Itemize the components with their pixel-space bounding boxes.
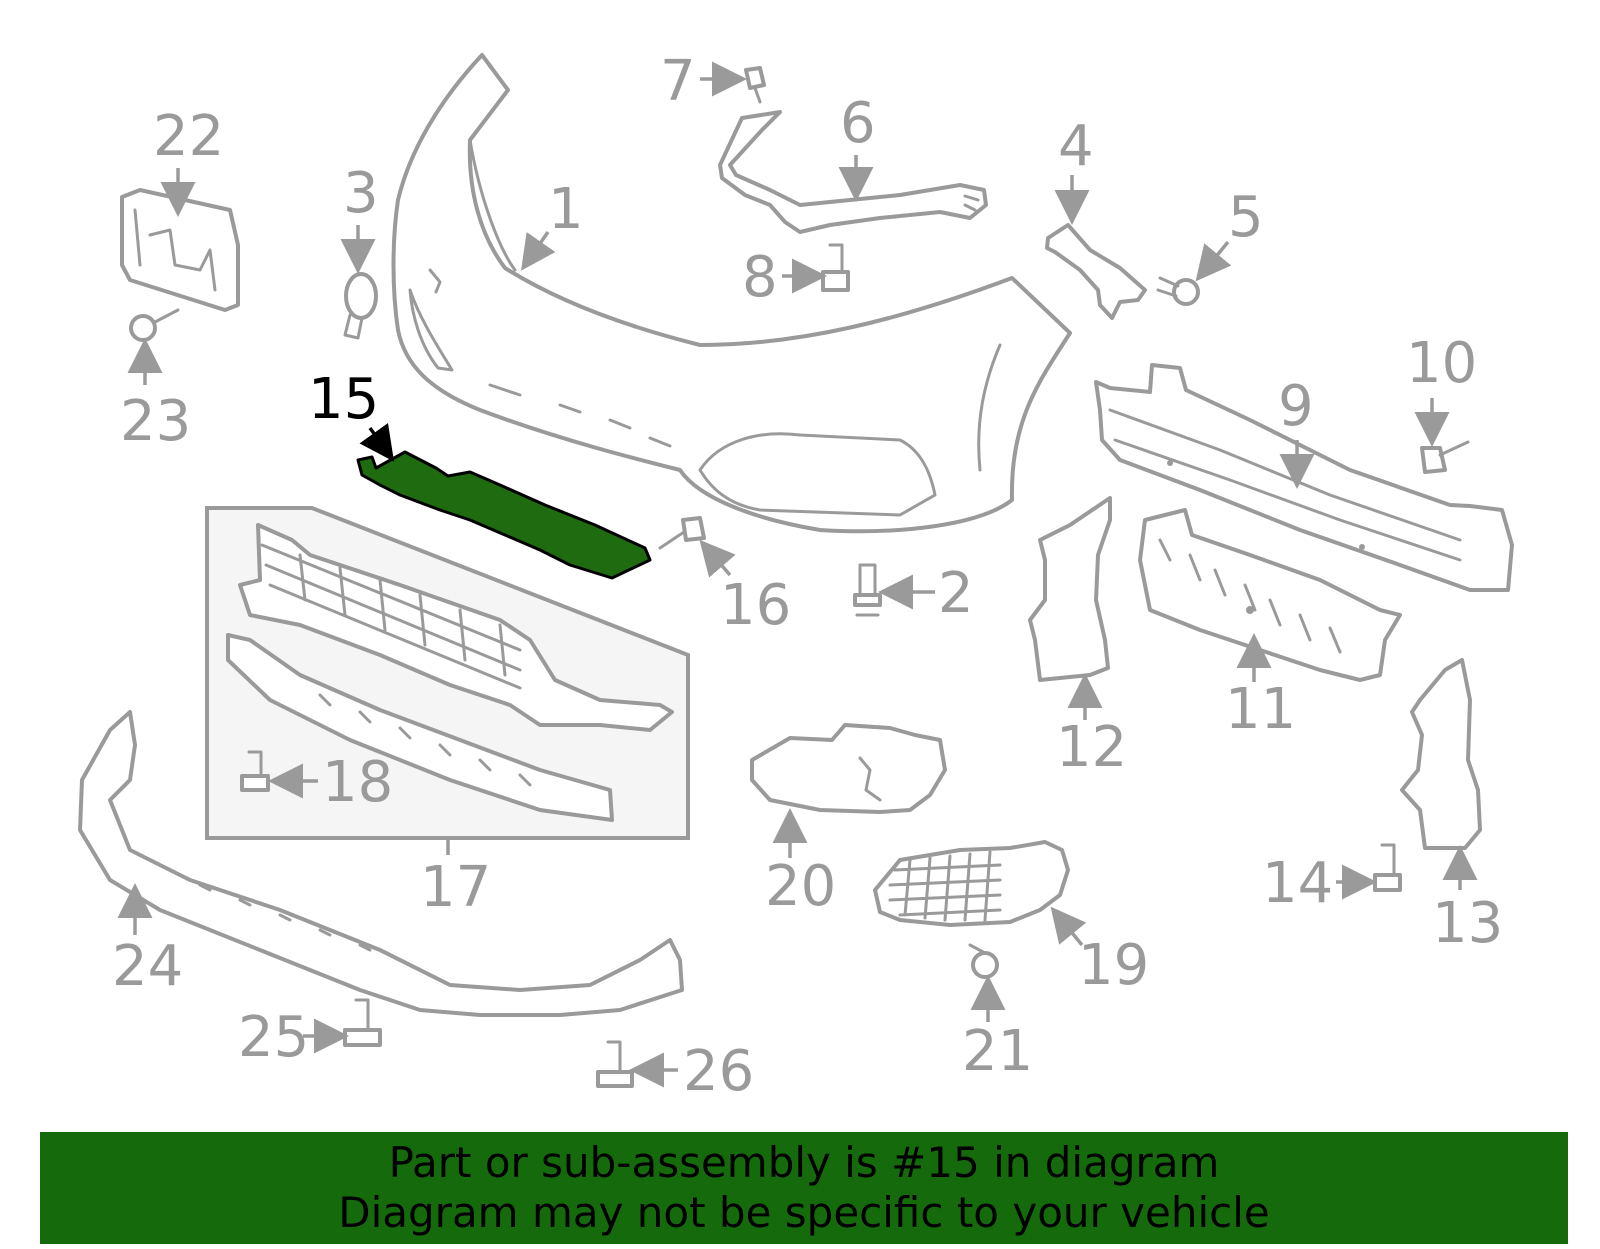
fastener-16[interactable] bbox=[658, 516, 706, 550]
part-3-cap[interactable] bbox=[343, 272, 378, 340]
fastener-7[interactable] bbox=[744, 66, 766, 104]
part-12-bracket[interactable] bbox=[1028, 496, 1112, 682]
fastener-25[interactable] bbox=[343, 998, 382, 1047]
part-19-fog-grille[interactable] bbox=[873, 840, 1070, 927]
callout-21[interactable]: 21 bbox=[962, 1019, 1033, 1084]
part-13-bracket[interactable] bbox=[1400, 658, 1482, 850]
callout-6[interactable]: 6 bbox=[840, 91, 876, 156]
part-4-bracket[interactable] bbox=[1045, 223, 1147, 320]
callout-26[interactable]: 26 bbox=[683, 1039, 754, 1104]
callout-18[interactable]: 18 bbox=[322, 750, 393, 815]
banner-line-1: Part or sub-assembly is #15 in diagram bbox=[388, 1138, 1220, 1187]
callout-1[interactable]: 1 bbox=[548, 177, 584, 242]
callout-15[interactable]: 15 bbox=[308, 367, 379, 432]
callout-2[interactable]: 2 bbox=[938, 561, 974, 626]
callout-8[interactable]: 8 bbox=[742, 245, 778, 310]
fastener-2[interactable] bbox=[853, 563, 882, 617]
part-11-absorber[interactable] bbox=[1138, 508, 1402, 682]
fastener-14[interactable] bbox=[1373, 843, 1402, 892]
part-1-bumper-cover[interactable] bbox=[391, 53, 1072, 534]
fastener-23[interactable] bbox=[129, 308, 180, 342]
part-22-license-bracket[interactable] bbox=[120, 188, 240, 312]
fastener-5[interactable] bbox=[1156, 276, 1200, 306]
banner-line-2: Diagram may not be specific to your vehi… bbox=[338, 1188, 1270, 1237]
callout-24[interactable]: 24 bbox=[112, 934, 183, 999]
callout-11[interactable]: 11 bbox=[1225, 677, 1296, 742]
fastener-10[interactable] bbox=[1420, 440, 1470, 474]
fastener-26[interactable] bbox=[596, 1040, 634, 1088]
callout-numbers: 1 2 3 4 5 6 7 8 9 10 11 12 13 14 15 16 1… bbox=[112, 49, 1503, 1104]
callout-7[interactable]: 7 bbox=[660, 49, 696, 114]
leader-arrows bbox=[117, 61, 1478, 1088]
part-24-lower-spoiler[interactable] bbox=[78, 710, 684, 1017]
part-15-absorber[interactable] bbox=[356, 450, 652, 580]
callout-9[interactable]: 9 bbox=[1278, 374, 1314, 439]
callout-20[interactable]: 20 bbox=[765, 854, 836, 919]
info-banner: Part or sub-assembly is #15 in diagram D… bbox=[40, 1132, 1568, 1244]
callout-14[interactable]: 14 bbox=[1262, 851, 1333, 916]
part-20-bezel[interactable] bbox=[750, 723, 947, 814]
fastener-8[interactable] bbox=[821, 243, 850, 292]
callout-10[interactable]: 10 bbox=[1406, 331, 1477, 396]
callout-23[interactable]: 23 bbox=[120, 389, 191, 454]
callout-17[interactable]: 17 bbox=[420, 855, 491, 920]
part-6-bracket[interactable] bbox=[718, 110, 988, 234]
callout-12[interactable]: 12 bbox=[1056, 715, 1127, 780]
callout-3[interactable]: 3 bbox=[343, 161, 379, 226]
callout-16[interactable]: 16 bbox=[720, 573, 791, 638]
callout-4[interactable]: 4 bbox=[1058, 114, 1094, 179]
callout-22[interactable]: 22 bbox=[153, 104, 224, 169]
callout-19[interactable]: 19 bbox=[1078, 933, 1149, 998]
fastener-21[interactable] bbox=[968, 943, 999, 979]
part-17-grille[interactable] bbox=[226, 523, 674, 822]
callout-13[interactable]: 13 bbox=[1432, 891, 1503, 956]
callout-25[interactable]: 25 bbox=[238, 1005, 309, 1070]
callout-5[interactable]: 5 bbox=[1228, 185, 1264, 250]
